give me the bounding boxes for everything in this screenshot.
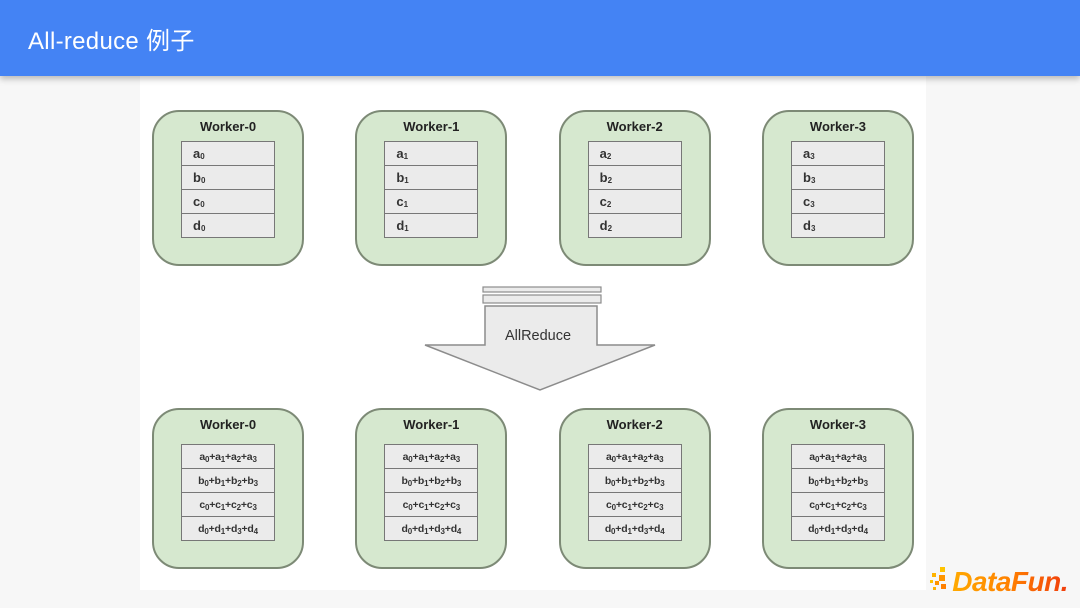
arrow-stack-bar (482, 286, 602, 293)
worker-title: Worker-0 (199, 119, 257, 134)
datafun-logo: DataFun. (930, 566, 1068, 598)
worker-title: Worker-2 (606, 119, 663, 134)
logo-text: DataFun. (952, 566, 1068, 597)
arrow-label: AllReduce (505, 328, 571, 344)
worker-title: Worker-2 (606, 417, 663, 432)
allreduce-arrow-icon: AllReduce (424, 286, 656, 391)
logo-squares-icon (930, 567, 947, 590)
slide-header: All-reduce 例子 (0, 0, 1080, 76)
worker-title: Worker-3 (809, 119, 867, 134)
page-title: All-reduce 例子 (28, 27, 195, 55)
worker-title: Worker-0 (199, 417, 257, 432)
worker-title: Worker-1 (403, 417, 460, 432)
worker-title: Worker-1 (403, 119, 460, 134)
arrow-stack-bar (482, 294, 602, 304)
worker-title: Worker-3 (809, 417, 867, 432)
down-arrow-shape (424, 305, 656, 391)
